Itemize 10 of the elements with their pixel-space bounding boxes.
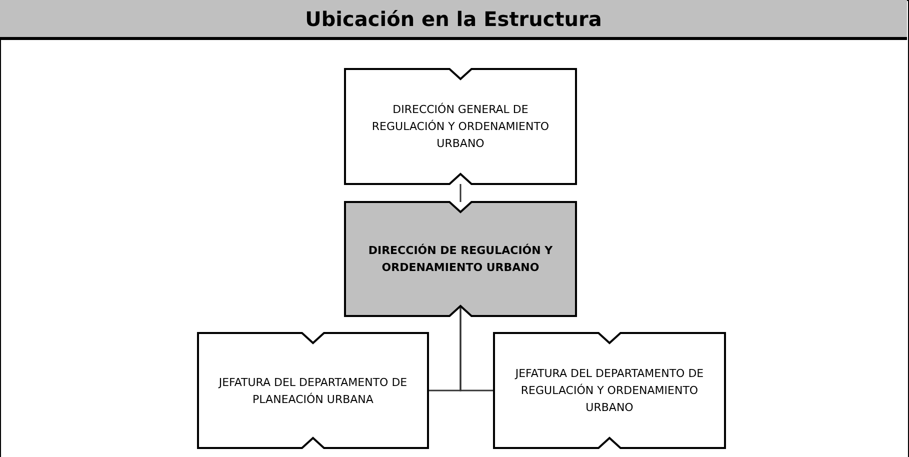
org-box xyxy=(345,202,576,316)
box-label: JEFATURA DEL DEPARTAMENTO DE PLANEACIÓN URBANA xyxy=(217,374,408,408)
box-label: JEFATURA DEL DEPARTAMENTO DE REGULACIÓN Y ORDENAMIENTO URBANO xyxy=(514,366,705,416)
title: Ubicación en la Estructura xyxy=(305,6,602,30)
box-label: DIRECCIÓN DE REGULACIÓN Y ORDENAMIENTO URBANO xyxy=(367,242,554,276)
org-box xyxy=(494,333,725,448)
org-box xyxy=(198,333,428,448)
box-label: DIRECCIÓN GENERAL DE REGULACIÓN Y ORDENAMIENTO URBANO xyxy=(370,102,550,152)
connector-line xyxy=(460,184,462,202)
org-box xyxy=(345,69,576,184)
